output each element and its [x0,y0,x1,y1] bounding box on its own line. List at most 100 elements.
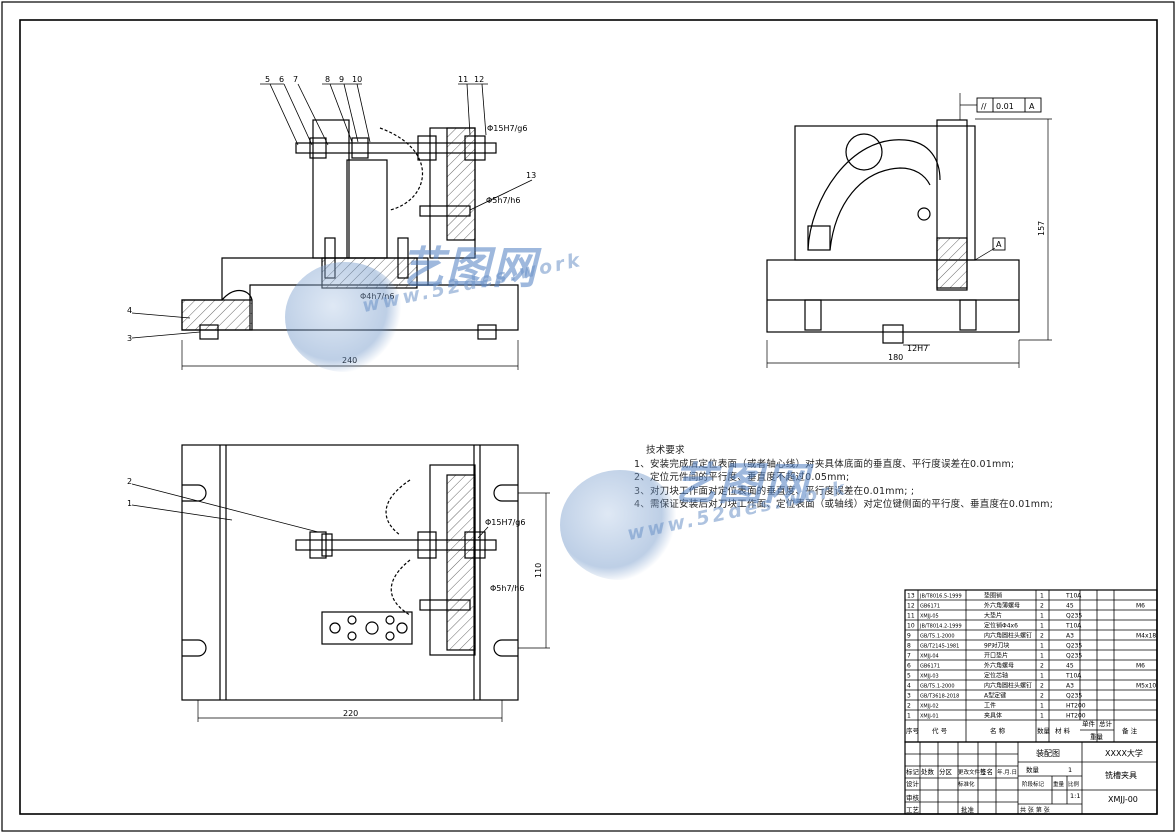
datum-tag: A [996,240,1002,249]
bom-cell-code: GB/T2145-1981 [920,644,959,650]
bom-cell-name: 外六角螺母 [984,662,1014,670]
bom-cell-qty: 2 [1040,603,1044,610]
dim-height-110: 110 [534,563,543,578]
bom-cell-name: 开口垫片 [984,652,1008,660]
bom-cell-name: 定位芯轴 [984,672,1008,680]
bom-cell-code: XMJJ-01 [920,714,939,720]
tb-craft-label: 工艺 [906,806,920,814]
balloon-11: 11 [458,75,468,84]
fit-label-15h7g6: Φ15H7/g6 [487,124,527,133]
bom-cell-qty: 1 [1040,623,1044,630]
balloon-4: 4 [127,306,132,315]
bom-cell-material: HT200 [1066,703,1086,710]
bom-cell-material: Q235 [1066,693,1082,700]
bom-cell-code: JB/T8014.2-1999 [919,624,962,630]
tech-note-4: 4、需保证安装后对刀块工作面、定位表面（或轴线）对定位键侧面的平行度、垂直度在0… [634,499,1054,510]
bom-cell-name: 大垫片 [984,612,1002,620]
balloon-2: 2 [127,477,132,486]
bom-cell-name: 9P对刀块 [984,642,1009,650]
tb-design-label: 设计 [906,779,920,788]
bom-cell-qty: 2 [1040,633,1044,640]
bom-cell-no: 13 [907,593,915,600]
bom-cell-name: 夹具体 [984,712,1002,720]
bom-cell-qty: 2 [1040,663,1044,670]
watermark-globe [285,262,405,372]
bom-cell-no: 8 [907,643,911,650]
tb-stage-label: 阶段标记 [1022,780,1045,788]
tolerance-datum: A [1029,102,1035,111]
bom-header-material: 材 料 [1055,726,1071,735]
bom-cell-name: 内六角圆柱头螺钉 [984,682,1032,690]
bom-cell-material: A3 [1066,683,1074,690]
bom-cell-no: 5 [907,673,911,680]
bom-table [904,589,1158,743]
bom-cell-qty: 2 [1040,693,1044,700]
bom-cell-name: 垫圈销 [984,592,1002,600]
title-block-text: 标记 处数 分区 更改文件号 签名 年.月.日 设计 标准化 审核 工艺 批准 … [906,748,1143,814]
balloon-7: 7 [293,75,298,84]
bom-header-no: 序号 [906,726,920,735]
tb-qty-label: 数量 [1026,765,1040,774]
balloon-13: 13 [526,171,536,180]
bom-cell-material: Q235 [1066,613,1082,620]
balloon-9: 9 [339,75,344,84]
bom-cell-name: 工件 [984,702,996,710]
bom-cell-code: JB/T8016.5-1999 [919,594,962,600]
bom-cell-material: T10A [1065,673,1082,680]
bom-header-qty: 数量 [1037,726,1051,735]
tech-note-2: 2、定位元件间的平行度、垂直度不超过0.05mm; [634,472,850,483]
bom-cell-name: 内六角圆柱头螺钉 [984,632,1032,640]
bom-cell-qty: 1 [1040,653,1044,660]
tb-zone-label: 分区 [939,767,953,776]
bom-cell-material: A3 [1066,633,1074,640]
tb-drawing-name: 装配图 [1036,748,1060,758]
bom-cell-code: GB6171 [920,604,940,610]
balloon-8: 8 [325,75,330,84]
bom-cell-note: M4x18 [1136,633,1156,640]
fit-label-5h7h6: Φ5h7/h6 [486,196,520,205]
bom-cell-code: XMJJ-05 [920,614,939,620]
bom-cell-material: 45 [1066,663,1074,670]
front-view [131,83,533,370]
bom-cell-no: 3 [907,693,911,700]
bom-cell-material: T10A [1065,623,1082,630]
bom-cell-code: XMJJ-02 [920,704,939,710]
bom-cell-name: A型定键 [984,692,1006,700]
bom-header-weight: 重量 [1090,733,1104,741]
bom-cell-qty: 1 [1040,613,1044,620]
tolerance-value: 0.01 [996,102,1014,111]
bom-cell-qty: 1 [1040,593,1044,600]
tb-qty-value: 1 [1068,766,1072,774]
bom-cell-name: 外六角薄螺母 [984,602,1020,610]
watermark-brand: 艺图网 [400,243,538,294]
bom-header-name: 名 称 [990,726,1006,735]
title-block [904,741,1158,815]
dim-width-180: 180 [888,353,903,362]
bom-cell-no: 1 [907,713,911,720]
tb-part-name: 铣槽夹具 [1105,770,1137,780]
key-fit-12h7: 12H7 [907,344,928,353]
tb-review-label: 审核 [906,793,920,802]
dim-width-240: 240 [342,356,357,365]
bom-cell-note: M5x10 [1136,683,1156,690]
bom-cell-no: 2 [907,703,911,710]
balloon-6: 6 [279,75,284,84]
bom-cell-no: 10 [907,623,915,630]
bom-header-total: 总计 [1099,719,1113,728]
balloon-12: 12 [474,75,484,84]
bom-cell-material: 45 [1066,603,1074,610]
bom-cell-code: GB/T3618-2018 [920,694,959,700]
bom-cell-note: M6 [1136,603,1145,610]
top-view [131,444,550,722]
bom-cell-no: 12 [907,603,915,610]
bom-header-note: 备 注 [1122,726,1138,735]
tolerance-symbol: // [981,102,987,111]
inner-frame [19,19,1158,815]
tb-drawing-no: XMJJ-00 [1108,795,1138,804]
bom-cell-material: Q235 [1066,653,1082,660]
bom-cell-code: XMJJ-03 [920,674,939,680]
bom-header-code: 代 号 [932,726,948,735]
dim-height-157: 157 [1037,221,1046,236]
